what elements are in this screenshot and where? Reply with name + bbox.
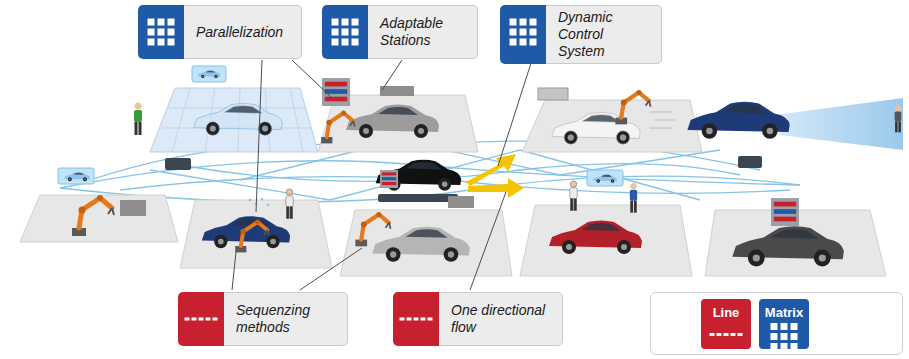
- callout-box: Parallelization: [138, 5, 302, 59]
- line-icon: [393, 292, 439, 346]
- moving-car: [376, 154, 524, 202]
- legend-swatch: Matrix: [759, 299, 809, 349]
- adaptable-station: [321, 78, 439, 143]
- callout-label: Sequenzing methods: [236, 302, 337, 336]
- matrix-icon: [138, 5, 184, 59]
- matrix-icon: [500, 5, 546, 59]
- station-platforms: [20, 88, 886, 276]
- legend-box: Line Matrix: [650, 292, 903, 355]
- callout-body: One directional flow: [439, 292, 563, 346]
- callout-body: Dynamic Control System: [546, 5, 662, 64]
- callout-label: Dynamic Control System: [558, 9, 651, 60]
- callout-box: Adaptable Stations: [322, 5, 478, 59]
- callout-icon: [393, 292, 439, 346]
- matrix-icon: [322, 5, 368, 59]
- callout-body: Parallelization: [184, 5, 302, 59]
- callout-icon: [138, 5, 184, 59]
- assembly-station: [355, 196, 474, 262]
- assembly-station: [732, 156, 844, 266]
- callout-box: Sequenzing methods: [178, 292, 348, 346]
- callout-icon: [322, 5, 368, 59]
- assembly-station: [549, 170, 642, 254]
- leader-lines: [232, 60, 532, 290]
- callout-body: Adaptable Stations: [368, 5, 478, 59]
- line-icon: [178, 292, 224, 346]
- legend-label: Matrix: [759, 305, 809, 320]
- finished-car: [650, 98, 903, 150]
- callout-box: One directional flow: [393, 292, 563, 346]
- assembly-station: [538, 88, 651, 144]
- robot-station: [58, 158, 191, 236]
- callout-label: One directional flow: [451, 302, 552, 336]
- legend-swatch: Line: [701, 299, 751, 349]
- legend-label: Line: [701, 305, 751, 320]
- callout-box: Dynamic Control System: [500, 5, 662, 64]
- callout-icon: [500, 5, 546, 64]
- callout-label: Parallelization: [196, 24, 291, 41]
- callout-body: Sequenzing methods: [224, 292, 348, 346]
- parallel-station: [202, 189, 293, 253]
- callout-icon: [178, 292, 224, 346]
- callout-label: Adaptable Stations: [380, 15, 467, 49]
